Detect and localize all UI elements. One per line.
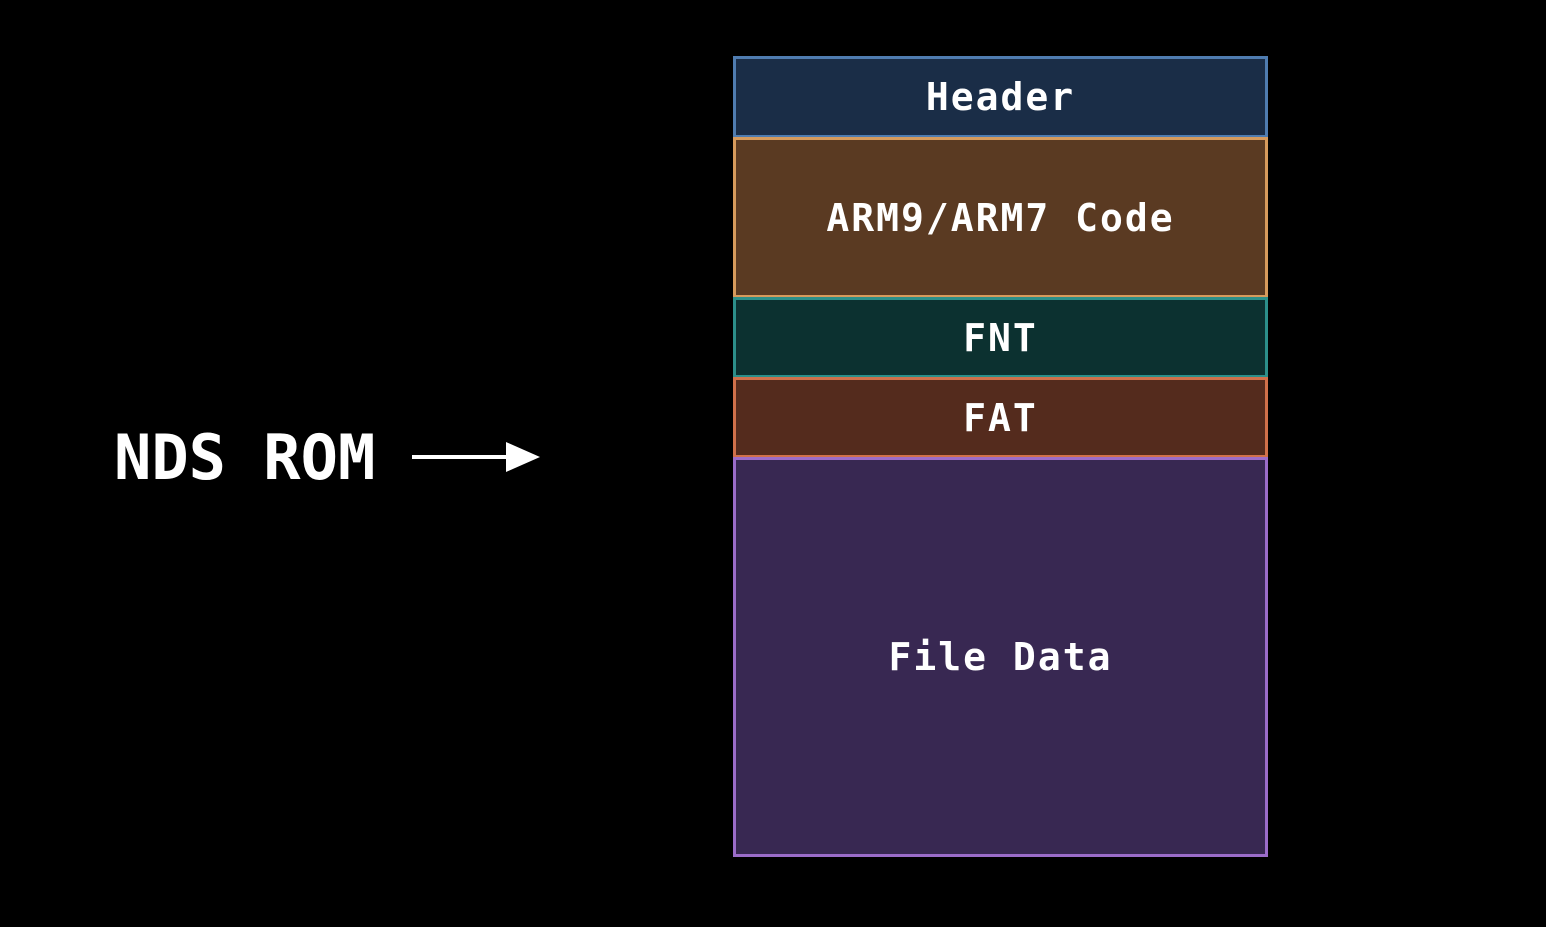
section-file-data-label: File Data (888, 635, 1113, 679)
nds-rom-label: NDS ROM (114, 421, 376, 494)
section-header-label: Header (925, 75, 1076, 119)
section-file-data: File Data (733, 457, 1268, 857)
rom-layout-diagram: Header ARM9/ARM7 Code FNT FAT File Data (733, 56, 1268, 857)
section-header: Header (733, 56, 1268, 138)
section-fat: FAT (733, 377, 1268, 458)
section-fnt: FNT (733, 297, 1268, 378)
section-fnt-label: FNT (963, 315, 1038, 360)
arrow-right-icon (412, 442, 540, 472)
section-arm-code: ARM9/ARM7 Code (733, 137, 1268, 298)
section-fat-label: FAT (963, 395, 1038, 440)
section-arm-code-label: ARM9/ARM7 Code (826, 195, 1175, 240)
